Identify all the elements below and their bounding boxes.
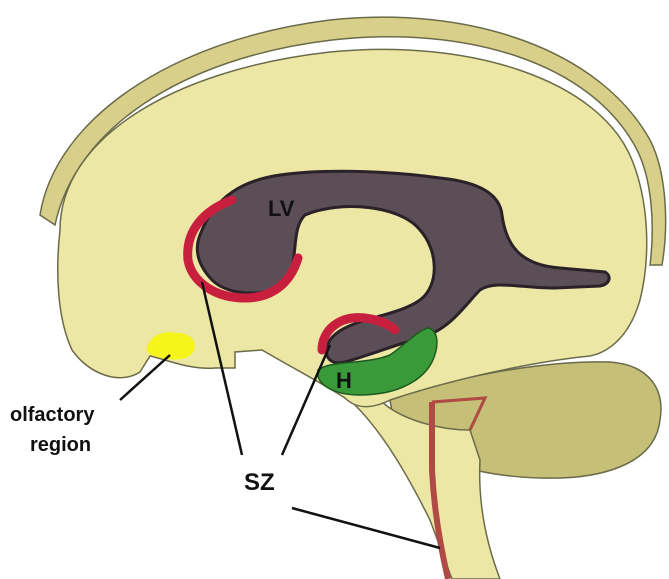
label-sz: SZ [244, 469, 275, 496]
label-h: H [336, 368, 352, 393]
label-region: region [30, 434, 91, 456]
label-olfactory: olfactory [10, 404, 95, 426]
label-lv: LV [268, 196, 295, 221]
leader-sz-stem [292, 508, 440, 548]
